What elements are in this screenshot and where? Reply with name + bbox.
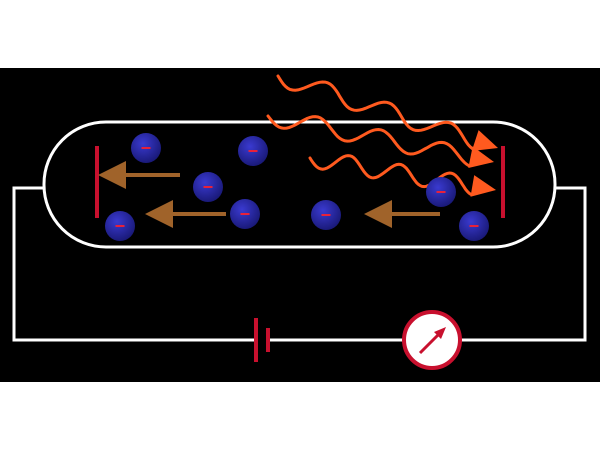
- electron-drift-arrow: [98, 161, 180, 189]
- electron-icon: [230, 199, 260, 229]
- electron-icon: [238, 136, 268, 166]
- electron-drift-arrow: [145, 200, 226, 228]
- electron-icon: [426, 177, 456, 207]
- electron-icon: [131, 133, 161, 163]
- electron-drift-arrow: [364, 200, 440, 228]
- electron-icon: [459, 211, 489, 241]
- electron-icon: [193, 172, 223, 202]
- wavy-light-arrow-icon: [308, 154, 496, 197]
- wavy-light-arrow-icon: [266, 114, 494, 168]
- circuit-wire: [12, 186, 587, 342]
- wavy-light-arrow-icon: [276, 74, 498, 151]
- electron-icon: [105, 211, 135, 241]
- battery-icon: [254, 318, 270, 362]
- electron-icon: [311, 200, 341, 230]
- ammeter-icon: [402, 310, 462, 370]
- background-panel: [0, 68, 600, 382]
